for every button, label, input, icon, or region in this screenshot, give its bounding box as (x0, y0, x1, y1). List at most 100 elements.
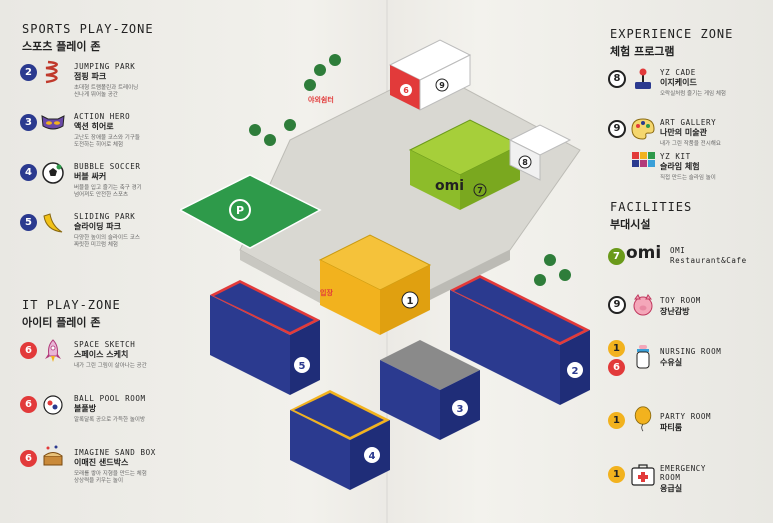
hero-mask-icon (41, 115, 65, 130)
first-aid-icon (631, 464, 655, 486)
item-en-label: BALL POOL ROOM (74, 394, 146, 403)
item-en-label-2: Restaurant&Cafe (670, 256, 747, 265)
zone-number-badge: 6 (20, 396, 37, 413)
facilities-title: FACILITIES (610, 200, 693, 214)
item-en-label: SLIDING PARK (74, 212, 136, 221)
experience-zone-subtitle: 체험 프로그램 (610, 45, 675, 58)
zone-number-badge: 9 (608, 120, 626, 138)
item-en-label: IMAGINE SAND BOX (74, 448, 156, 457)
rocket-icon (45, 339, 61, 362)
facilities-subtitle: 부대시설 (610, 218, 651, 231)
zone-number-badge: 1 (608, 340, 625, 357)
ball-pool-icon (43, 395, 63, 415)
item-desc: 내가 그린 그림이 살아나는 공간 (74, 363, 147, 369)
svg-text:5: 5 (299, 361, 306, 372)
omi-map-label: omi (435, 178, 464, 194)
zone-number-badge: 9 (608, 296, 626, 314)
outdoor-rest-label: 야외쉼터 (308, 95, 334, 104)
svg-text:8: 8 (522, 158, 528, 167)
item-ko-label: 스페이스 스케치 (74, 350, 129, 359)
item-desc: 모래를 쌓아 지형을 만드는 체험 (74, 471, 147, 477)
svg-text:3: 3 (457, 404, 464, 415)
item-desc: 알록달록 공으로 가득한 놀이방 (74, 417, 146, 423)
item-ko-label: 버블 싸커 (74, 172, 107, 181)
item-ko-label: 나만의 미술관 (660, 128, 707, 137)
item-ko-label: 이매진 샌드박스 (74, 458, 129, 467)
item-en-label-2: ROOM (660, 473, 681, 482)
item-desc: 다양한 높이의 슬라이드 코스 (74, 235, 140, 241)
item-en-label: EMERGENCY (660, 464, 707, 473)
item-ko-label: 점핑 파크 (74, 72, 107, 81)
pig-toy-icon (633, 294, 653, 316)
item-en-label: PARTY ROOM (660, 412, 712, 421)
item-en-label: BUBBLE SOCCER (74, 162, 141, 171)
item-ko-label: 슬라임 체험 (660, 162, 700, 171)
item-ko-label: 슬라이딩 파크 (74, 222, 121, 231)
art-palette-icon (631, 118, 655, 140)
svg-text:1: 1 (407, 296, 414, 307)
item-en-label: TOY ROOM (660, 296, 701, 305)
svg-text:6: 6 (403, 86, 409, 95)
parking-label: P (236, 204, 244, 217)
item-desc: 내가 그린 작품을 전시해요 (660, 141, 721, 147)
item-desc: 직접 만드는 슬라임 놀이 (660, 175, 716, 181)
sports-zone-subtitle: 스포츠 플레이 존 (22, 40, 101, 53)
sand-box-icon (43, 445, 63, 466)
item-ko-label: 응급실 (660, 484, 683, 493)
zone-number-badge: 1 (608, 466, 625, 483)
zone-number-badge: 2 (20, 64, 37, 81)
item-desc: 신나게 뛰어놀 공간 (74, 92, 118, 98)
svg-text:4: 4 (369, 451, 376, 462)
zone-number-badge-2: 6 (608, 359, 625, 376)
joystick-icon (635, 68, 651, 89)
svg-text:9: 9 (439, 81, 445, 90)
item-en-label: YZ CADE (660, 68, 696, 77)
balloon-icon (634, 406, 652, 432)
sports-zone-title: SPORTS PLAY-ZONE (22, 22, 154, 36)
item-en-label: OMI (670, 246, 686, 255)
spring-icon (45, 60, 58, 84)
it-zone-title: IT PLAY-ZONE (22, 298, 121, 312)
zone-number-badge: 7 (608, 248, 625, 265)
isometric-venue-map: P 6 9 omi 7 8 1 입장 5 2 3 (180, 39, 590, 490)
parking-icon (229, 199, 251, 221)
experience-zone-title: EXPERIENCE ZONE (610, 27, 734, 41)
zone-number-badge: 3 (20, 114, 37, 131)
item-en-label: YZ KIT (660, 152, 691, 161)
item-ko-label: 파티룸 (660, 423, 683, 432)
item-en-label: NURSING ROOM (660, 347, 722, 356)
zone-number-badge: 6 (20, 450, 37, 467)
zone-number-badge: 8 (608, 70, 626, 88)
trees (249, 54, 571, 286)
item-ko-label: 장난감방 (660, 307, 690, 316)
item-desc: 넘어져도 안전한 스포츠 (74, 192, 129, 198)
zone-number-badge: 1 (608, 412, 625, 429)
item-desc: 초대형 트램폴린과 트레이닝 (74, 85, 139, 91)
item-en-label: SPACE SKETCH (74, 340, 136, 349)
zone-number-badge: 6 (20, 342, 37, 359)
zone-number-badge: 5 (20, 214, 37, 231)
omi-logo-icon: omi (626, 243, 662, 263)
yzkit-icon (632, 152, 655, 167)
entrance-label: 입장 (320, 288, 333, 297)
item-en-label: ACTION HERO (74, 112, 131, 121)
it-zone-subtitle: 아이티 플레이 존 (22, 316, 101, 329)
item-en-label: JUMPING PARK (74, 62, 136, 71)
item-desc: 도전하는 히어로 체험 (74, 142, 124, 148)
item-desc: 짜릿한 미끄럼 체험 (74, 242, 118, 248)
baby-bottle-icon (636, 345, 650, 369)
zone-number-badge: 4 (20, 164, 37, 181)
svg-text:7: 7 (477, 186, 483, 195)
item-desc: 버블을 입고 즐기는 축구 경기 (74, 185, 142, 191)
item-desc: 고난도 장애물 코스와 기구들 (74, 135, 140, 141)
svg-text:2: 2 (572, 366, 579, 377)
item-ko-label: 볼풀방 (74, 404, 97, 413)
item-desc: 오락실처럼 즐기는 게임 체험 (660, 91, 726, 97)
soccer-ball-icon (42, 162, 64, 184)
item-ko-label: 이지케이드 (660, 78, 697, 87)
banana-icon (43, 213, 63, 233)
item-en-label: ART GALLERY (660, 118, 717, 127)
item-ko-label: 수유실 (660, 358, 683, 367)
item-ko-label: 액션 히어로 (74, 122, 114, 131)
item-desc: 상상력을 키우는 놀이 (74, 478, 124, 484)
